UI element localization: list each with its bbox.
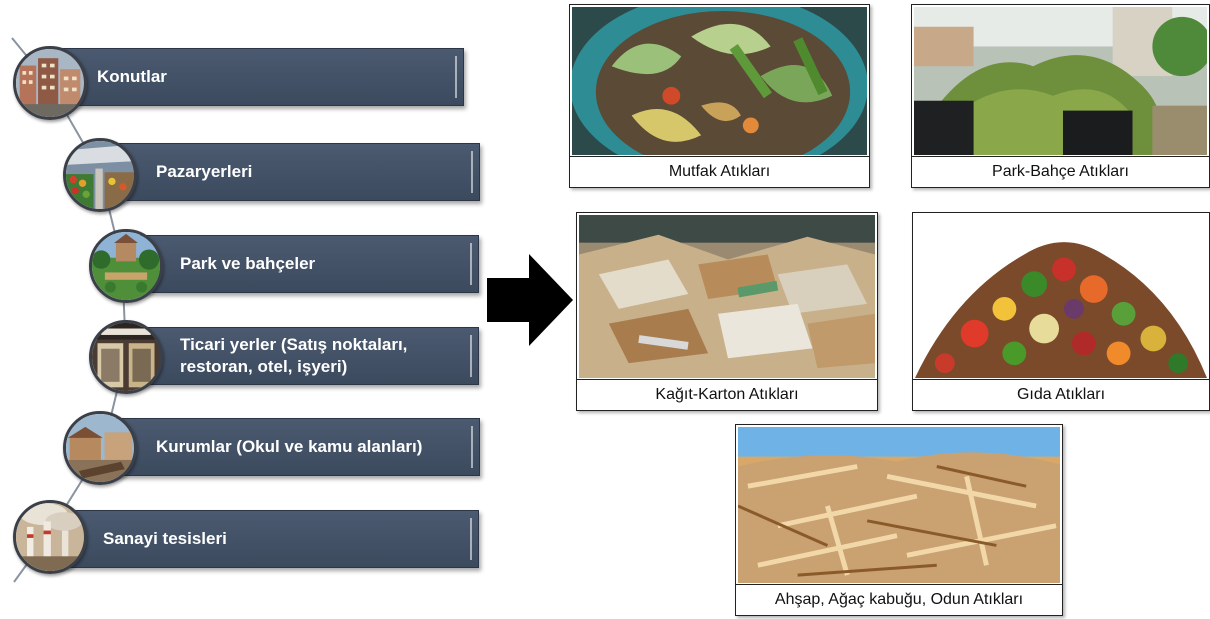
food-waste-photo — [915, 215, 1207, 378]
right-arrow-icon — [487, 254, 573, 346]
source-label: Konutlar — [97, 67, 167, 86]
waste-card-mutfak: Mutfak Atıkları — [569, 4, 870, 188]
waste-card-ahsap: Ahşap, Ağaç kabuğu, Odun Atıkları — [735, 424, 1063, 616]
waste-caption: Gıda Atıkları — [913, 379, 1209, 410]
waste-caption: Mutfak Atıkları — [570, 156, 869, 187]
factory-chimneys-icon — [13, 500, 87, 574]
waste-card-kagit-karton: Kağıt-Karton Atıkları — [576, 212, 878, 411]
marketplace-icon — [63, 138, 137, 212]
shopfront-icon — [89, 320, 163, 394]
source-label: Pazaryerleri — [156, 162, 253, 181]
source-bar-park-bahceler: Park ve bahçeler — [134, 235, 479, 293]
waste-caption: Ahşap, Ağaç kabuğu, Odun Atıkları — [736, 584, 1062, 615]
source-bar-konutlar: Konutlar — [52, 48, 464, 106]
residential-buildings-icon — [13, 46, 87, 120]
garden-waste-photo — [914, 7, 1207, 155]
institution-building-icon — [63, 411, 137, 485]
waste-caption: Park-Bahçe Atıkları — [912, 156, 1209, 187]
source-label: Park ve bahçeler — [180, 254, 316, 273]
wood-waste-photo — [738, 427, 1060, 583]
kitchen-waste-photo — [572, 7, 867, 155]
source-bar-sanayi: Sanayi tesisleri — [52, 510, 479, 568]
source-bar-kurumlar: Kurumlar (Okul ve kamu alanları) — [110, 418, 480, 476]
source-label: Ticari yerler (Satış noktaları, restoran… — [180, 335, 408, 376]
park-garden-icon — [89, 229, 163, 303]
paper-cardboard-photo — [579, 215, 875, 378]
source-label: Kurumlar (Okul ve kamu alanları) — [156, 437, 423, 456]
source-bar-ticari-yerler: Ticari yerler (Satış noktaları, restoran… — [134, 327, 479, 385]
waste-card-gida: Gıda Atıkları — [912, 212, 1210, 411]
waste-card-park-bahce: Park-Bahçe Atıkları — [911, 4, 1210, 188]
source-bar-pazaryerleri: Pazaryerleri — [110, 143, 480, 201]
waste-caption: Kağıt-Karton Atıkları — [577, 379, 877, 410]
source-label: Sanayi tesisleri — [103, 529, 227, 548]
